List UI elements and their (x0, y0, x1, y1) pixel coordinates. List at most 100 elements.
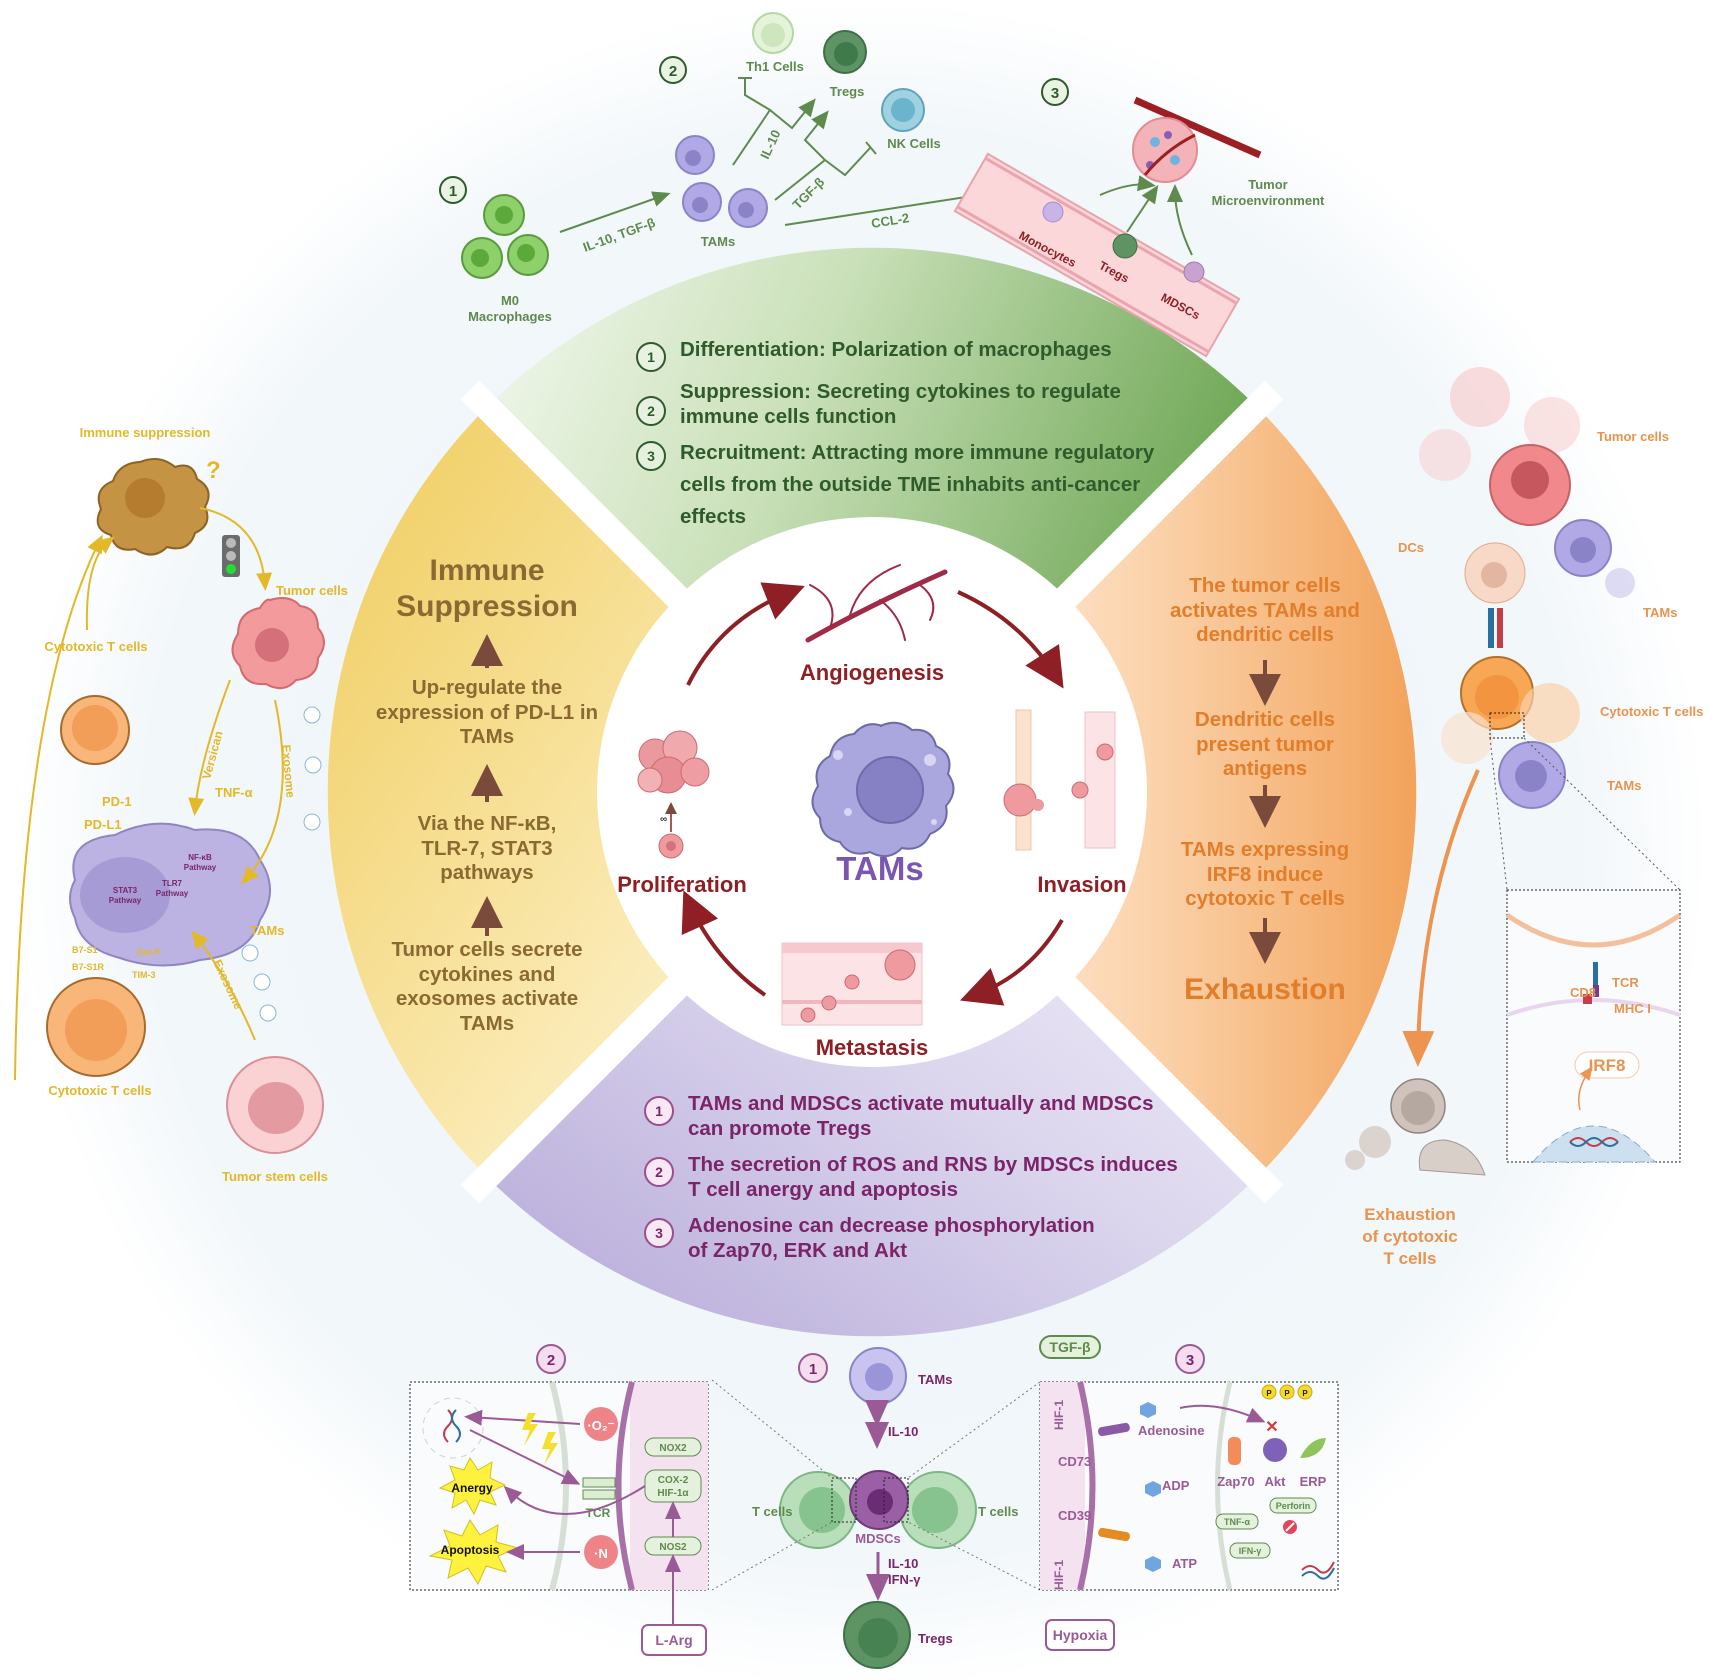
mdsc-icon (1183, 261, 1205, 283)
hif1-bottom-label: HIF-1 (1052, 1560, 1066, 1590)
adp-molecule-icon (1145, 1481, 1161, 1497)
tumor-cells-label: Tumor cells (276, 583, 348, 598)
tme-label-line1: Tumor (1248, 177, 1287, 192)
purple-item-number: 3 (644, 1218, 674, 1249)
hif1-top-label: HIF-1 (1052, 1400, 1066, 1430)
arrow-proliferation-to-angiogenesis (686, 582, 805, 686)
block-x-icon: ✕ (1265, 1419, 1278, 1436)
cd73-receptor-icon (1098, 1422, 1130, 1437)
green-list-item: 2 Suppression: Secreting cytokines to re… (636, 380, 1196, 429)
cd39-label: CD39 (1058, 1508, 1091, 1523)
arrow-m0-to-tams (559, 191, 671, 233)
proliferation-tumor-cluster-icon (637, 730, 710, 859)
orange-step-1: The tumor cells activates TAMs and dendr… (1170, 574, 1360, 647)
cycle-arrows (681, 582, 1064, 1006)
ifng-box-label: IFN-γ (1239, 1546, 1262, 1556)
yellow-sector-column: Immune Suppression (362, 553, 612, 625)
apoptosis-burst-icon (428, 1519, 520, 1586)
mdscs-label: MDSCs (855, 1531, 901, 1546)
phosphate-label-3: P (1302, 1389, 1308, 1398)
step-badge-3-text: 3 (1051, 85, 1059, 102)
nfkb-line1: NF-κB (188, 853, 212, 862)
step-badge-2-text: 2 (669, 63, 677, 80)
irf8-label: IRF8 (1589, 1056, 1626, 1075)
immune-suppression-title-line1: Immune (429, 554, 545, 587)
tnfa-label: TNF-α (215, 785, 253, 800)
rp-tams-top-label: TAMs (1643, 605, 1677, 620)
immune-suppression-label: Immune suppression (80, 425, 211, 440)
exhaustion-label-line3: T cells (1384, 1249, 1437, 1268)
bp-tregs-label: Tregs (918, 1631, 953, 1646)
arrow-metastasis-to-proliferation (681, 890, 767, 997)
adenosine-label: Adenosine (1138, 1423, 1204, 1438)
nox2-label: NOX2 (659, 1443, 687, 1454)
o2-label: ·O₂⁻ (587, 1418, 614, 1433)
exhaustion-label-line1: Exhaustion (1364, 1205, 1456, 1224)
green-item-text: Recruitment: Attracting more immune regu… (680, 441, 1155, 528)
yellow-step-2: Via the NF-κB, TLR-7, STAT3 pathways (417, 812, 557, 885)
phosphate-label-2: P (1284, 1389, 1290, 1398)
green-list-item: 3 Recruitment: Attracting more immune re… (636, 437, 1196, 532)
angiogenesis-vessels-icon (805, 564, 948, 643)
metastasis-vessel-icon (781, 942, 923, 1026)
th1-label: Th1 Cells (746, 59, 804, 74)
phosphate-icon (1261, 1384, 1277, 1400)
ifng-badge (1229, 1542, 1271, 1559)
vessel-treg-icon (1112, 233, 1138, 259)
rp-dcs-label: DCs (1398, 540, 1424, 555)
no-radical-icon (584, 1535, 618, 1569)
dna-icon (1569, 1137, 1619, 1147)
hypoxia-label: Hypoxia (1053, 1627, 1108, 1643)
purple-sector-list: 1 TAMs and MDSCs activate mutually and M… (644, 1092, 1184, 1276)
bottom-badge-1 (798, 1353, 828, 1383)
bp-il10-label: IL-10 (888, 1424, 918, 1439)
monocyte-icon (1042, 201, 1064, 223)
metastasis-label: Metastasis (815, 1035, 929, 1060)
zap70-label: Zap70 (1217, 1474, 1255, 1489)
immune-suppression-title-line2: Suppression (396, 590, 578, 623)
right-panel: Tumor cells DCs TAMs Cytotoxic T cells T… (1345, 367, 1703, 1268)
arrow-invasion-to-metastasis (959, 918, 1064, 1006)
l-arg-badge (641, 1624, 707, 1656)
tme-blood-vessel (1133, 96, 1262, 159)
l-arg-label: L-Arg (655, 1632, 692, 1648)
arrow-angiogenesis-to-invasion (957, 590, 1064, 689)
cd8-tcr-zoom-box (1506, 889, 1681, 1163)
orange-step-3: TAMs expressing IRF8 induce cytotoxic T … (1180, 838, 1350, 911)
green-item-number: 3 (636, 441, 666, 472)
zap70-icon (1228, 1437, 1241, 1465)
apoptosis-label: Apoptosis (441, 1543, 500, 1557)
mhc-label: MHC I (1614, 1001, 1651, 1016)
orange-step-2: Dendritic cells present tumor antigens (1194, 708, 1336, 781)
cytotoxic-bottom-label: Cytotoxic T cells (48, 1083, 151, 1098)
bottom-badge-1-text: 1 (809, 1361, 817, 1378)
m0-label-line1: M0 (501, 293, 519, 308)
erp-icon (1300, 1438, 1326, 1458)
atp-molecule-icon (1145, 1556, 1161, 1572)
green-item-text: Differentiation: Polarization of macroph… (680, 338, 1112, 361)
exosome-icon (303, 706, 321, 724)
tlr7-line2: Pathway (156, 889, 189, 898)
hif1a-label: HIF-1α (657, 1488, 689, 1499)
center-tams-title: TAMs (836, 850, 924, 887)
tnfa-badge (1215, 1513, 1259, 1530)
yellow-step-3: Tumor cells secrete cytokines and exosom… (391, 938, 583, 1035)
question-mark-icon: ? (206, 457, 221, 484)
cd73-label: CD73 (1058, 1454, 1091, 1469)
tams-left-label: TAMs (250, 923, 284, 938)
green-item-number: 1 (636, 342, 666, 372)
step-badge-2 (659, 56, 687, 84)
cd8-label: CD8 (1570, 985, 1596, 1000)
faded-tumor-cell-icon (1450, 367, 1510, 427)
central-tam-cell-icon (811, 721, 955, 858)
step-badge-1 (439, 176, 467, 204)
m0-label-line2: Macrophages (468, 309, 552, 324)
left-panel: Immune suppression ? Tumor cells Cytotox… (14, 425, 348, 1184)
purple-item-text: The secretion of ROS and RNS by MDSCs in… (688, 1153, 1178, 1201)
n-label: ·N (594, 1546, 608, 1561)
gal9-label: Gal-9 (137, 947, 160, 957)
nfkb-line2: Pathway (184, 863, 217, 872)
bp-il10b-label: IL-10 (888, 1556, 918, 1571)
bottom-badge-3-text: 3 (1186, 1352, 1194, 1369)
tregs-label: Tregs (830, 84, 865, 99)
